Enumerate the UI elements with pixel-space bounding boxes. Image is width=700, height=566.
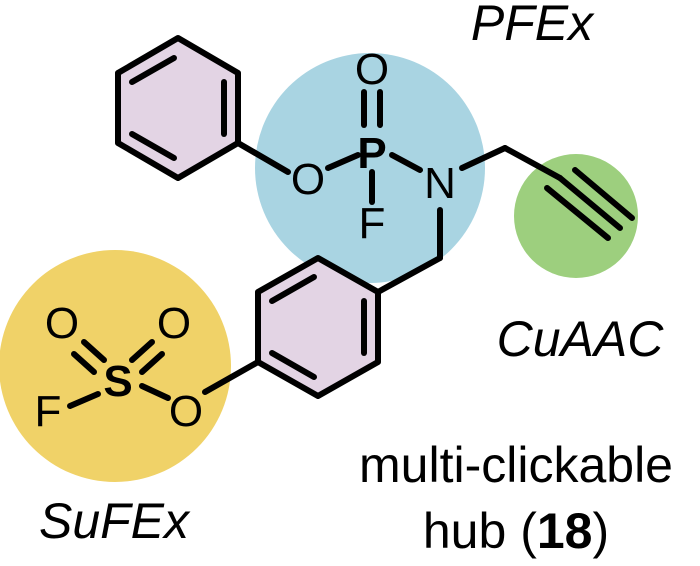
p-n-bond [389, 152, 423, 173]
o-p-bond [325, 152, 361, 171]
sulfate-oxygen-atom: O [169, 387, 203, 436]
pfex-highlight-circle [255, 53, 485, 283]
ch2-alkyne-bond [502, 145, 563, 181]
phenyl-double-bond-2 [129, 131, 177, 161]
phenyl-double-bond-3 [129, 55, 177, 85]
benzyl-ring-bonds [255, 255, 381, 399]
n-ch2-propargyl-bond [459, 145, 508, 171]
cuaac-label: CuAAC [497, 311, 665, 367]
hub-compound-number: 18 [537, 503, 593, 559]
hub-caption-line-1: multi-clickable [359, 437, 673, 493]
sulfur-atom: S [103, 357, 132, 406]
benzyl-ring [255, 255, 381, 399]
hub-caption-line-2: hub (18) [423, 503, 609, 559]
aryloxy-oxygen-atom: O [291, 155, 325, 204]
cuaac-highlight-circle [514, 154, 638, 278]
phenyl-ring-bonds [115, 35, 241, 181]
pfex-label: PFEx [471, 0, 595, 51]
nitrogen-atom: N [424, 159, 456, 208]
s-o-left-bond-b [71, 351, 97, 375]
s-o-left-bond-a [81, 339, 107, 363]
phenyl-ring-fill [118, 38, 238, 178]
hub-caption-suffix: ) [592, 503, 609, 559]
fluorosulfate-bonds [67, 339, 261, 409]
o-s-bond [139, 383, 171, 401]
phosphoramide-bonds [235, 89, 563, 205]
sufex-label: SuFEx [39, 493, 191, 549]
sufex-highlight-circle [0, 250, 231, 482]
benzyl-double-bond-3 [269, 274, 317, 304]
alkyne-triple-bond [544, 167, 635, 241]
phenyl-ring [115, 35, 241, 181]
sulfonyl-fluorine-atom: F [35, 387, 62, 436]
sulfonyl-oxygen-right-atom: O [157, 299, 191, 348]
benzyl-double-bond-2 [269, 350, 317, 380]
benzyl-ch2-ring-bond [375, 255, 443, 295]
s-o-right-bond-a [129, 339, 155, 363]
phosphoryl-oxygen-atom: O [355, 45, 389, 94]
alkyne-bond-line-2 [572, 167, 635, 221]
s-o-right-bond-b [139, 351, 165, 375]
phosphorus-atom: P [357, 129, 386, 178]
alkyne-bond-line-3 [544, 185, 611, 241]
s-f-bond [67, 391, 101, 409]
sulfonyl-oxygen-left-atom: O [45, 299, 79, 348]
phosphoryl-fluorine-atom: F [359, 199, 386, 248]
ring-o-bond [202, 359, 261, 395]
alkyne-bond-line-1 [557, 175, 623, 231]
phenyl-o-bond [235, 140, 291, 175]
hub-caption-prefix: hub ( [423, 503, 537, 559]
